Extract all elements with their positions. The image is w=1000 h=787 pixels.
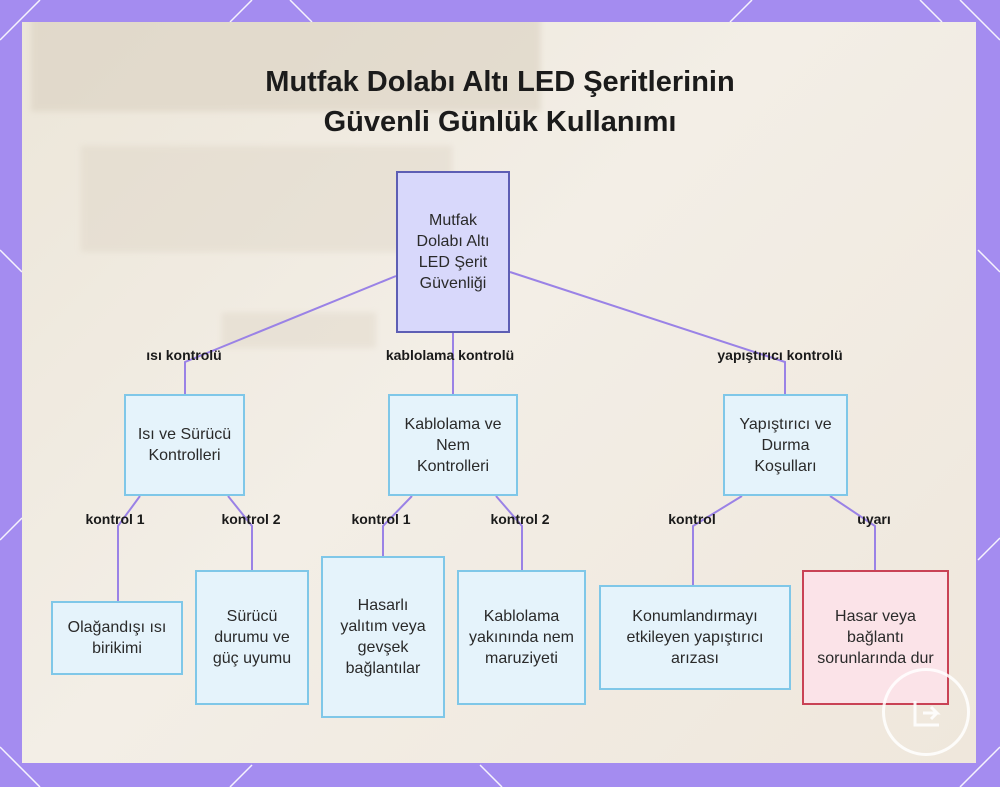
- diagram-title-line-2: Güvenli Günlük Kullanımı: [323, 106, 677, 138]
- edge-label-wiring-2: kontrol 2: [490, 511, 550, 527]
- edge-label-wiring-1: kontrol 1: [351, 511, 411, 527]
- edge-label-adhesive-1: kontrol: [668, 511, 716, 527]
- heat-buildup-node: Olağandışı ısı birikimi: [51, 601, 183, 675]
- connector-heat-2: [227, 495, 253, 571]
- background-decoration: ▆▆▆▆▆▆: [32, 22, 540, 108]
- root-node: Mutfak Dolabı Altı LED Şerit Güvenliği: [396, 171, 510, 333]
- edge-label-wiring: kablolama kontrolü: [385, 347, 515, 363]
- connector-root-adhesive: [509, 271, 786, 394]
- logo-glyph-icon: [913, 701, 941, 727]
- heat-driver-node: Isı ve Sürücü Kontrolleri: [124, 394, 245, 496]
- connector-adhesive-2: [829, 495, 876, 571]
- background-decoration: ▆▆▆▆▆: [222, 303, 376, 347]
- edge-label-heat-2: kontrol 2: [221, 511, 281, 527]
- connector-wiring-2: [495, 495, 523, 571]
- adhesive-failure-node: Konumlandırmayı etkileyen yapıştırıcı ar…: [599, 585, 791, 690]
- edge-label-adhesive: yapıştırıcı kontrolü: [717, 347, 843, 363]
- edge-label-heat: ısı kontrolü: [146, 347, 222, 363]
- diagram-title-line-1: Mutfak Dolabı Altı LED Şeritlerinin: [265, 66, 735, 98]
- damaged-insulation-node: Hasarlı yalıtım veya gevşek bağlantılar: [321, 556, 445, 718]
- driver-power-node: Sürücü durumu ve güç uyumu: [195, 570, 309, 705]
- connector-adhesive-1: [692, 495, 743, 586]
- connector-root-heat: [184, 275, 397, 394]
- logo-badge: [882, 668, 970, 756]
- edge-label-adhesive-2: uyarı: [857, 511, 891, 527]
- moisture-exposure-node: Kablolama yakınında nem maruziyeti: [457, 570, 586, 705]
- connector-wiring-1: [382, 495, 413, 557]
- connector-heat-1: [117, 495, 141, 602]
- background-decoration: ▆▆▆▆: [82, 114, 452, 248]
- adhesive-stop-node: Yapıştırıcı ve Durma Koşulları: [723, 394, 848, 496]
- wiring-moisture-node: Kablolama ve Nem Kontrolleri: [388, 394, 518, 496]
- edge-label-heat-1: kontrol 1: [85, 511, 145, 527]
